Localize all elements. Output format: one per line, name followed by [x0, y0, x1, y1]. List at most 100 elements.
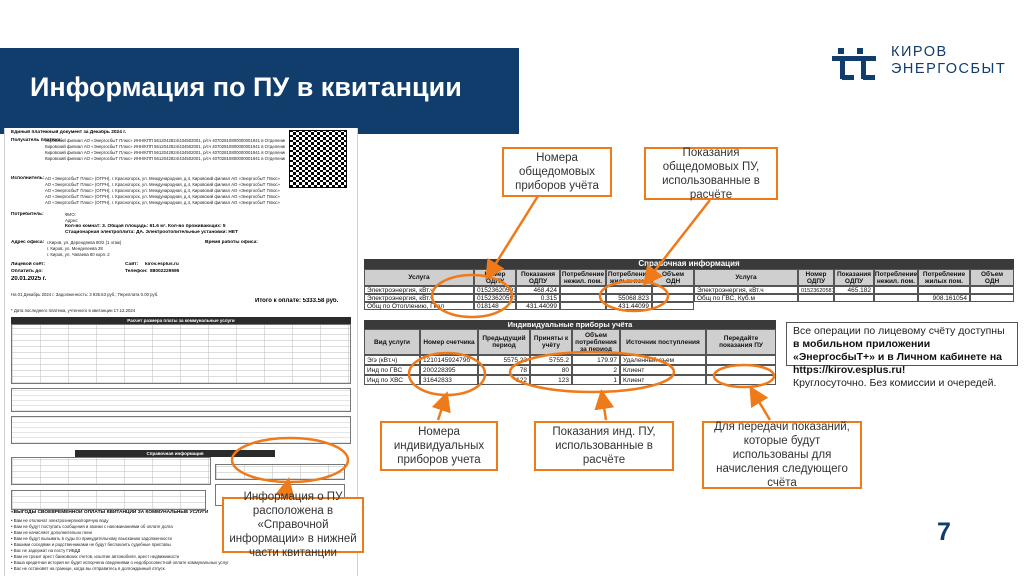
ref-right-r1-res: 908.161054: [918, 294, 970, 302]
ref-col-meter-number: Номер ОДПУ: [474, 269, 516, 286]
ind-col-meter: Номер счетчика: [420, 329, 478, 355]
individual-header: Индивидуальные приборы учёта: [364, 320, 776, 329]
consumer-label: Потребитель:: [11, 212, 44, 217]
ind-r1-service: Инд по ГВС: [364, 365, 420, 375]
ind-r2-meter: 31642833: [420, 375, 478, 385]
ind-r1-meter: 200228395: [420, 365, 478, 375]
page-number: 7: [937, 518, 951, 546]
ind-r0-volume: 179.97: [572, 355, 620, 365]
callout-transfer-readings: Для передачи показаний, которые будут ис…: [702, 421, 862, 489]
ref-r2-reading: 431.44099: [516, 302, 560, 310]
notes-block: [11, 388, 351, 412]
executor-text-3: АО «ЭнергосбыТ Плюс» (ОГРН), г. Красного…: [45, 188, 280, 193]
qr-code-icon: [289, 130, 347, 188]
ind-col-volume: Объем потребления за период: [572, 329, 620, 355]
title-bar: [0, 48, 519, 134]
ref-right-col-odn: Объем ОДН: [970, 269, 1014, 286]
benefit-8: • Ваша кредитная история не будет испорч…: [11, 560, 229, 565]
executor-text-5: АО «ЭнергосбыТ Плюс» (ОГРН), г. Красного…: [45, 200, 280, 205]
site-link: kirov.esplus.ru: [145, 262, 179, 267]
ind-r2-accepted: 123: [530, 375, 572, 385]
executor-label: Исполнитель:: [11, 176, 45, 181]
app-note-line-2b: мобильном приложении «ЭнергосбыТ+» и в Л…: [793, 338, 1002, 376]
ind-r2-source: Клиент: [620, 375, 706, 385]
office-label: Адрес офиса:: [11, 240, 45, 245]
ref-r0-res: [606, 286, 652, 294]
ref-r1-reading: 0.315: [516, 294, 560, 302]
ref-r0-meter: 0152362059113: [474, 286, 516, 294]
reference-table: Справочная информация Услуга Номер ОДПУ …: [364, 259, 1014, 319]
ref-right-col-res: Потребление жилых пом.: [918, 269, 970, 286]
ref-r1-res: 55068.823: [606, 294, 652, 302]
ind-r1-transfer-input[interactable]: [706, 365, 776, 375]
ref-right-col-nonres: Потребление нежил. пом.: [874, 269, 918, 286]
benefit-4: • Вам не будут вызывать в суды по принуд…: [11, 536, 172, 541]
ref-col-readings: Показания ОДПУ: [516, 269, 560, 286]
individual-meters-table: Индивидуальные приборы учёта Вид услуги …: [364, 320, 784, 390]
ref-r2-odn: [652, 302, 694, 310]
ref-r1-nonres: [560, 294, 606, 302]
ref-r2-nonres: [560, 302, 606, 310]
receipt-individual-table: [11, 490, 206, 510]
ref-right-col-service: Услуга: [694, 269, 798, 286]
callout-common-meters: Номера общедомовых приборов учёта: [502, 147, 612, 197]
ind-r2-prev: 122: [478, 375, 530, 385]
ref-right-r1-odn: [970, 294, 1014, 302]
ref-right-col-meter: Номер ОДПУ: [798, 269, 834, 286]
ref-right-r1-service: Общ по ГВС, Куб.м: [694, 294, 798, 302]
stove-line: Стационарная электроплита: ДА. Электроот…: [65, 230, 238, 235]
ind-r0-service: Э/э (кВт.ч): [364, 355, 420, 365]
executor-text-4: АО «ЭнергосбыТ Плюс» (ОГРН), г. Красного…: [45, 194, 280, 199]
ind-col-service: Вид услуги: [364, 329, 420, 355]
ref-right-r0-service: Электроэнергия, кВт.ч: [694, 286, 798, 294]
callout-location: Информация о ПУ расположена в «Справочно…: [222, 491, 364, 559]
payee-text-3: Кировский филиал АО «ЭнергосбыТ Плюс» ИН…: [45, 150, 285, 155]
benefits-title: «ВЫГОДЫ СВОЕВРЕМЕННОЙ ОПЛАТЫ КВИТАНЦИИ З…: [11, 510, 209, 515]
ref-r1-odn: [652, 294, 694, 302]
calculation-table: [11, 324, 351, 384]
ref-col-odn: Объем ОДН: [652, 269, 694, 286]
logo-line-2: ЭНЕРГОСБЫТ: [891, 61, 1007, 77]
benefit-7: • Вам не грозит арест банковских счетов,…: [11, 554, 180, 559]
debt-line: На 01 Декабрь 2024 г. Задолженность: 3 9…: [11, 292, 159, 297]
app-note-line-3: Круглосуточно. Без комиссии и очередей.: [793, 377, 997, 389]
company-logo-icon: [832, 48, 876, 80]
address-label: Адрес:: [65, 218, 79, 223]
slide-title: Информация по ПУ в квитанции: [30, 72, 462, 102]
ind-col-transfer: Передайте показания ПУ: [706, 329, 776, 355]
last-payment-date: * Дата последнего платежа, учтенного в к…: [11, 308, 136, 313]
ref-col-service: Услуга: [364, 269, 474, 286]
benefit-9: • Вас не остановят на границе, когда вы …: [11, 566, 165, 571]
receipt-reference-header: Справочная информация: [75, 450, 275, 457]
ind-r1-source: Клиент: [620, 365, 706, 375]
ref-r1-meter: 0152362059109: [474, 294, 516, 302]
ref-col-res: Потребление жилых пом.: [606, 269, 652, 286]
benefit-2: • Вам не будут поступать сообщения и зво…: [11, 524, 173, 529]
office-address-1: г.Киров, ул. Дерендяева 80/2 (1 этаж): [47, 240, 122, 245]
ref-r2-meter: 018148: [474, 302, 516, 310]
payee-text-4: Кировский филиал АО «ЭнергосбыТ Плюс» ИН…: [45, 156, 285, 161]
ind-r1-volume: 2: [572, 365, 620, 375]
ind-r2-transfer-input[interactable]: [706, 375, 776, 385]
ref-r0-service: Электроэнергия, кВт.ч: [364, 286, 474, 294]
callout-individual-meters: Номера индивидуальных приборов учета: [380, 421, 498, 471]
ind-r0-accepted: 5755.2: [530, 355, 572, 365]
receipt-title: Единый платежный документ за Декабрь 202…: [11, 130, 127, 135]
phone-number: 88002229595: [150, 269, 180, 274]
ref-r2-service: Общ по Отоплению, Гкал: [364, 302, 474, 310]
benefit-1: • Вам не отключат электроэнергию/горячую…: [11, 518, 109, 523]
app-note-line-1: Все операции по лицевому счёту доступны: [793, 325, 1005, 337]
ref-col-nonres: Потребление нежил. пом.: [560, 269, 606, 286]
pay-until-date: 20.01.2025 г.: [11, 276, 47, 282]
ind-col-prev: Предыдущий период: [478, 329, 530, 355]
ind-r1-accepted: 80: [530, 365, 572, 375]
ref-r0-odn: [652, 286, 694, 294]
ref-r0-reading: 468.424: [516, 286, 560, 294]
ref-right-r0-res: [918, 286, 970, 294]
ind-r0-prev: 5575.23: [478, 355, 530, 365]
ind-r2-volume: 1: [572, 375, 620, 385]
ind-r0-transfer-input[interactable]: [706, 355, 776, 365]
calculation-header: Расчет размера платы за коммунальные усл…: [11, 317, 351, 324]
ind-r1-prev: 78: [478, 365, 530, 375]
logo-line-1: КИРОВ: [891, 44, 948, 60]
